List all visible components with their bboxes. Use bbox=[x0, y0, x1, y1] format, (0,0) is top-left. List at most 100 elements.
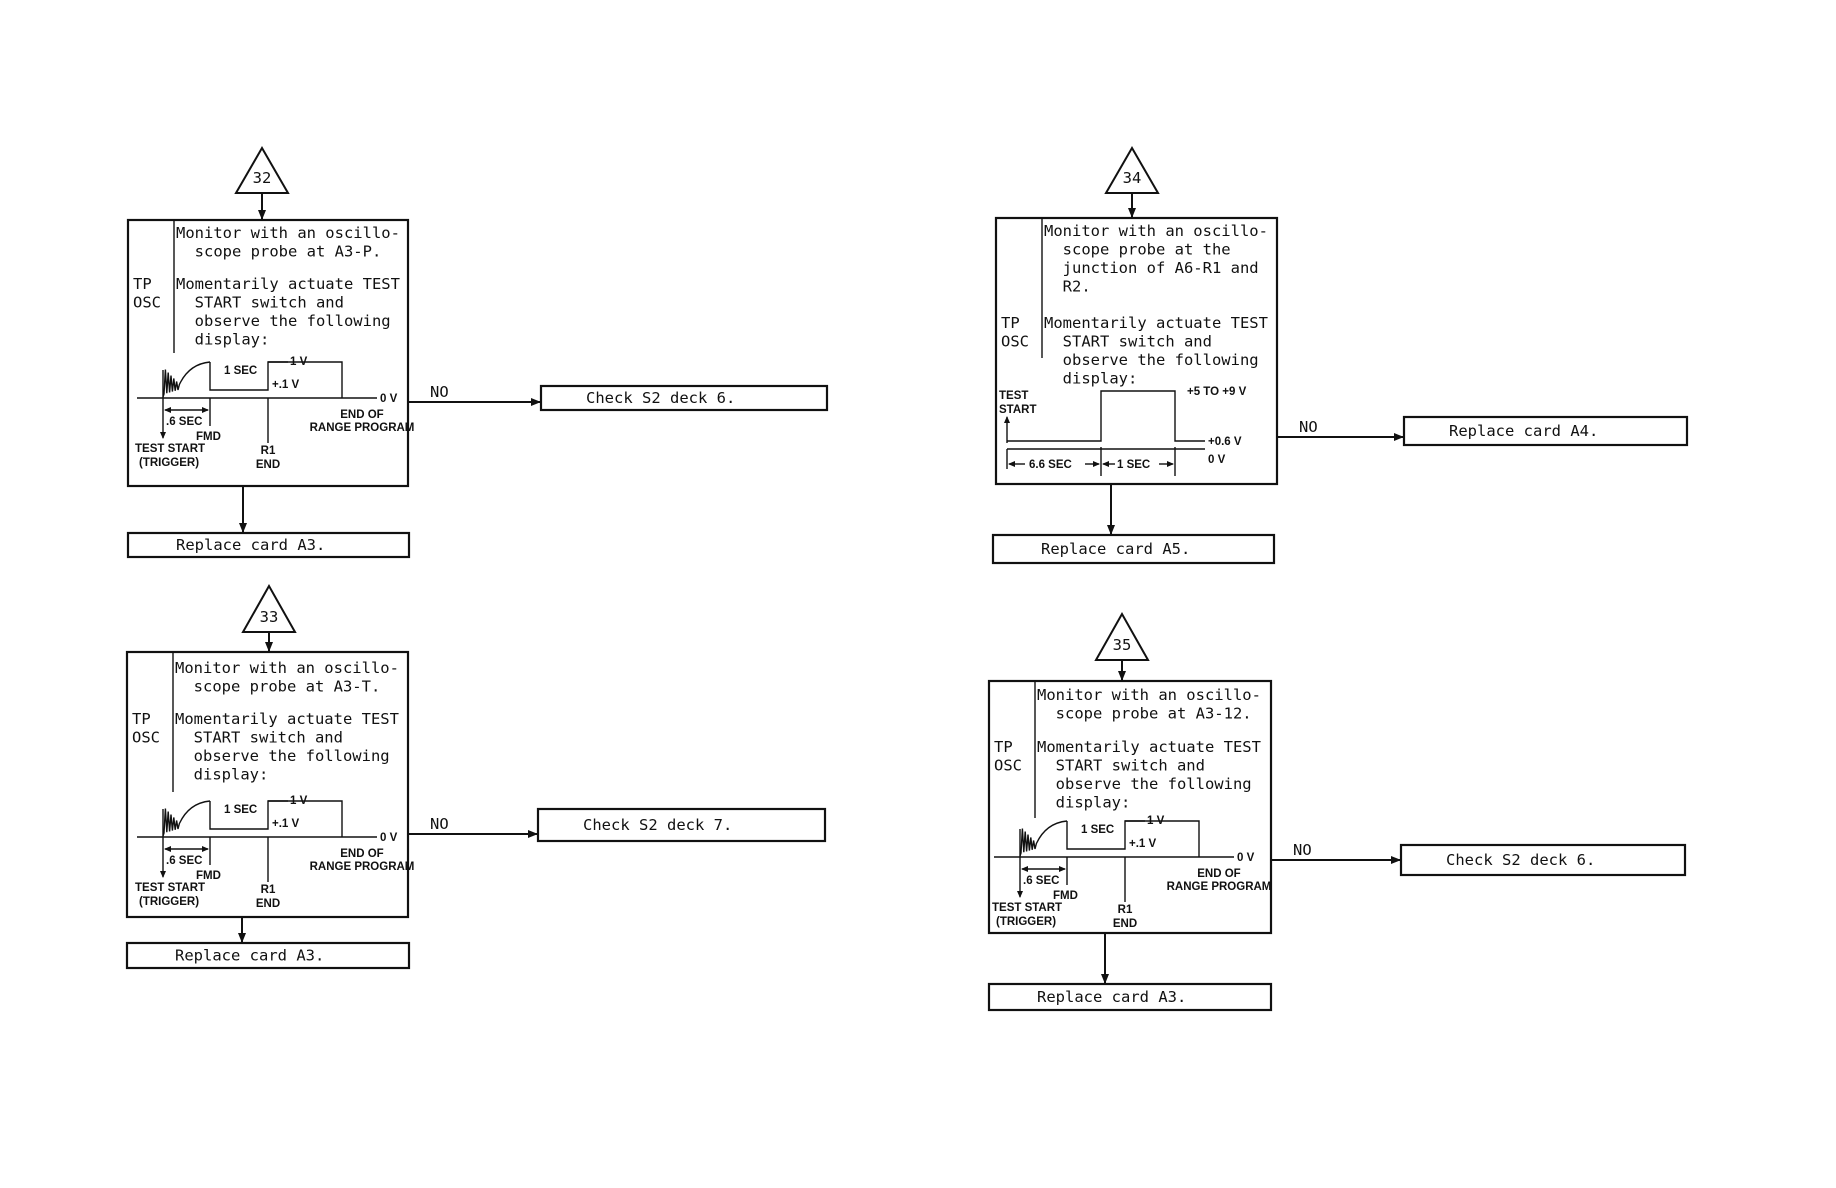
low-level-label: +0.6 V bbox=[1208, 436, 1242, 448]
instruction-text: observe the following bbox=[176, 312, 391, 330]
no-branch: NO Replace card A4. bbox=[1277, 415, 1689, 447]
instruction-text: display: bbox=[175, 766, 268, 784]
test-start-label: START bbox=[999, 404, 1036, 416]
trigger-label: TEST START bbox=[992, 902, 1062, 914]
yes-branch: Replace card A3. bbox=[125, 917, 411, 970]
high-level-label: +5 TO +9 V bbox=[1187, 386, 1247, 398]
side-label: TP bbox=[133, 275, 152, 293]
yes-action-box[interactable]: Replace card A3. bbox=[126, 531, 411, 559]
no-label: NO bbox=[1299, 418, 1318, 436]
zero-volt-label: 0 V bbox=[1237, 852, 1255, 864]
yes-action-box-frame[interactable] bbox=[126, 531, 411, 559]
instruction-text: Monitor with an oscillo- bbox=[1037, 686, 1261, 704]
end-of-program-label: END OF bbox=[1197, 868, 1240, 880]
connector-32: 32 bbox=[234, 146, 290, 220]
instruction-text: Monitor with an oscillo- bbox=[1044, 222, 1268, 240]
yes-action-box[interactable]: Replace card A3. bbox=[987, 982, 1273, 1012]
yes-action-box-frame[interactable] bbox=[991, 533, 1276, 565]
low-level-label: +.1 V bbox=[272, 818, 300, 830]
instruction-text: observe the following bbox=[175, 747, 390, 765]
no-action-box[interactable]: Replace card A4. bbox=[1402, 415, 1689, 447]
yes-action-box-frame[interactable] bbox=[125, 941, 411, 970]
no-action-box[interactable]: Check S2 deck 7. bbox=[536, 807, 827, 843]
zero-volt-label: 0 V bbox=[380, 832, 398, 844]
yes-branch: Replace card A5. bbox=[991, 484, 1276, 565]
zero-volt-label: 0 V bbox=[1208, 454, 1226, 466]
yes-action-box-frame[interactable] bbox=[987, 982, 1273, 1012]
r1-label: END bbox=[256, 459, 280, 471]
r1-label: R1 bbox=[1118, 904, 1133, 916]
no-action-box-frame[interactable] bbox=[1402, 415, 1689, 447]
fmd-label: FMD bbox=[196, 431, 221, 443]
trigger-label: (TRIGGER) bbox=[996, 916, 1056, 928]
yes-branch: Replace card A3. bbox=[126, 486, 411, 559]
no-action-text: Check S2 deck 6. bbox=[1446, 851, 1595, 869]
fmd-signal-trace bbox=[162, 361, 211, 398]
yes-action-text: Replace card A3. bbox=[175, 947, 324, 965]
side-label: OSC bbox=[994, 757, 1022, 775]
low-level-label: +.1 V bbox=[272, 379, 300, 391]
instruction-text: scope probe at A3-P. bbox=[176, 243, 381, 261]
no-action-box-frame[interactable] bbox=[1399, 843, 1687, 877]
yes-action-box[interactable]: Replace card A5. bbox=[991, 533, 1276, 565]
end-of-program-label: RANGE PROGRAM bbox=[1167, 881, 1272, 893]
instruction-text: scope probe at A3-T. bbox=[175, 678, 380, 696]
no-label: NO bbox=[1293, 841, 1312, 859]
no-label: NO bbox=[430, 815, 449, 833]
instruction-text: START switch and bbox=[175, 729, 343, 747]
yes-action-text: Replace card A3. bbox=[176, 536, 325, 554]
trigger-label: TEST START bbox=[135, 882, 205, 894]
pulse-trace bbox=[209, 361, 343, 398]
instruction-text: junction of A6-R1 and bbox=[1044, 259, 1259, 277]
connector-label: 35 bbox=[1113, 636, 1132, 654]
no-branch: NO Check S2 deck 6. bbox=[408, 383, 829, 412]
instruction-text: Monitor with an oscillo- bbox=[175, 659, 399, 677]
no-action-text: Check S2 deck 7. bbox=[583, 816, 732, 834]
pulse-trace bbox=[209, 800, 343, 837]
fmd-signal-trace bbox=[162, 800, 211, 837]
instruction-text: START switch and bbox=[1044, 333, 1212, 351]
instruction-text: Momentarily actuate TEST bbox=[1037, 738, 1261, 756]
yes-action-text: Replace card A3. bbox=[1037, 988, 1186, 1006]
instruction-text: Momentarily actuate TEST bbox=[175, 710, 399, 728]
no-branch: NO Check S2 deck 6. bbox=[1271, 841, 1687, 877]
connector-label: 34 bbox=[1123, 169, 1142, 187]
connector-34: 34 bbox=[1104, 146, 1160, 218]
no-action-box[interactable]: Check S2 deck 6. bbox=[1399, 843, 1687, 877]
side-label: TP bbox=[1001, 314, 1020, 332]
yes-action-box[interactable]: Replace card A3. bbox=[125, 941, 411, 970]
side-label: OSC bbox=[1001, 333, 1029, 351]
end-of-program-label: RANGE PROGRAM bbox=[310, 422, 415, 434]
instruction-text: START switch and bbox=[176, 294, 344, 312]
r1-label: R1 bbox=[261, 884, 276, 896]
no-label: NO bbox=[430, 383, 449, 401]
high-level-label: 1 V bbox=[290, 795, 308, 807]
side-label: OSC bbox=[133, 294, 161, 312]
span-label: .6 SEC bbox=[166, 416, 202, 428]
fmd-label: FMD bbox=[1053, 890, 1078, 902]
high-level-label: 1 V bbox=[290, 356, 308, 368]
no-action-text: Replace card A4. bbox=[1449, 422, 1598, 440]
end-of-program-label: RANGE PROGRAM bbox=[310, 861, 415, 873]
test-start-label: TEST bbox=[999, 390, 1028, 402]
pulse-duration-label: 1 SEC bbox=[224, 804, 257, 816]
instruction-text: observe the following bbox=[1037, 775, 1252, 793]
instruction-text: display: bbox=[1044, 370, 1137, 388]
no-action-box-frame[interactable] bbox=[536, 807, 827, 843]
span-1-sec-label: 1 SEC bbox=[1117, 459, 1150, 471]
no-action-box[interactable]: Check S2 deck 6. bbox=[539, 384, 829, 412]
fmd-signal-trace bbox=[1019, 820, 1068, 857]
pulse-trace bbox=[1066, 820, 1200, 857]
no-action-box-frame[interactable] bbox=[539, 384, 829, 412]
instruction-text: Momentarily actuate TEST bbox=[1044, 314, 1268, 332]
